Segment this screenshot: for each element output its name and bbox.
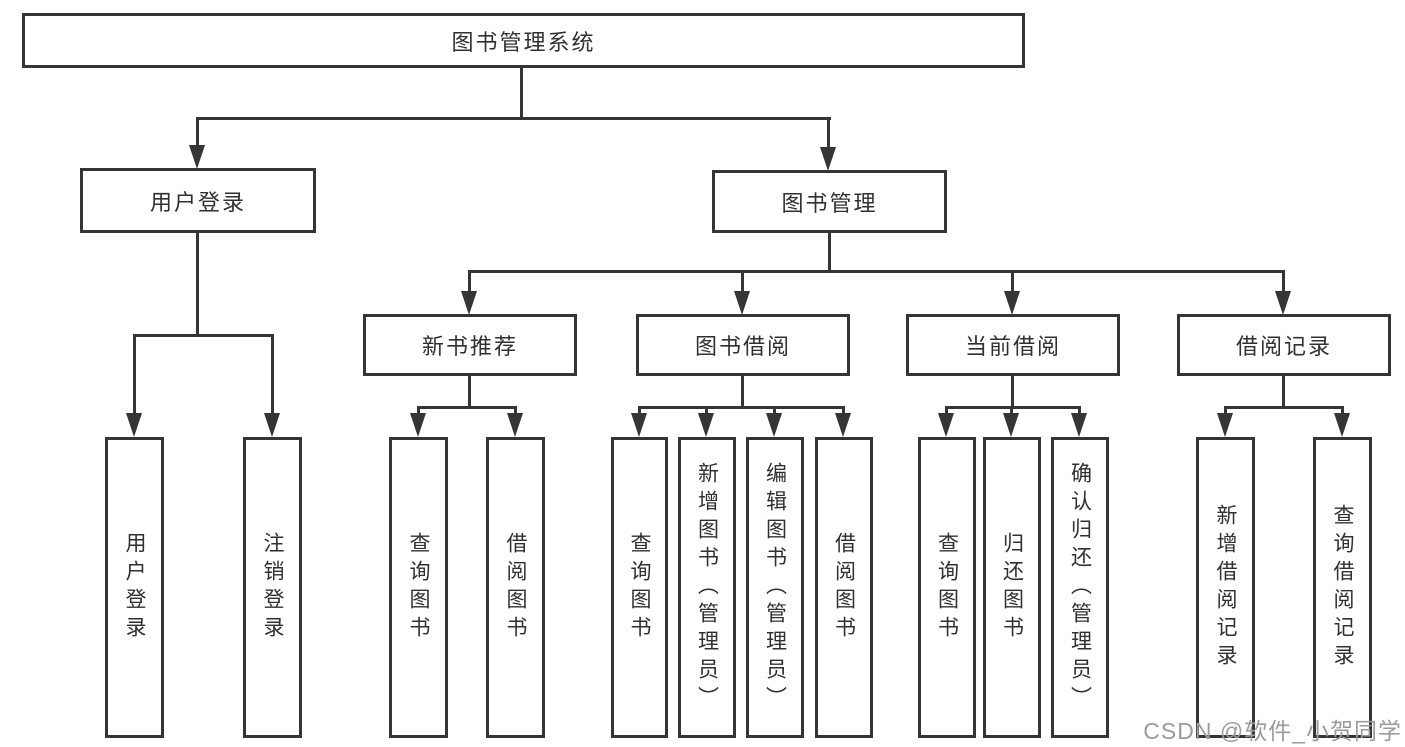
connector-line — [468, 270, 1285, 273]
node-label: 借阅图书 — [832, 531, 856, 644]
connector-line — [1078, 406, 1081, 415]
arrow-down-icon — [1003, 413, 1019, 437]
csdn-watermark: CSDN @软件_小贺同学 — [1143, 718, 1402, 744]
node-label: 确认归还（管理员） — [1068, 461, 1092, 714]
leaf-query-borrow-record: 查询借阅记录 — [1313, 437, 1372, 738]
connector-line — [638, 406, 845, 409]
arrow-down-icon — [189, 145, 205, 169]
connector-line — [945, 406, 1081, 409]
arrow-down-icon — [1217, 413, 1233, 437]
leaf-user-login: 用户登录 — [105, 437, 164, 738]
connector-line — [196, 117, 199, 147]
arrow-down-icon — [410, 413, 426, 437]
arrow-down-icon — [1004, 291, 1020, 315]
node-label: 编辑图书（管理员） — [763, 461, 787, 714]
node-label: 归还图书 — [1000, 531, 1024, 644]
leaf-borrow-books-recommend: 借阅图书 — [486, 437, 545, 738]
arrow-down-icon — [631, 413, 647, 437]
node-label: 查询图书 — [407, 531, 430, 644]
connector-line — [741, 270, 744, 292]
arrow-down-icon — [698, 413, 714, 437]
leaf-logout: 注销登录 — [243, 437, 302, 738]
connector-line — [520, 68, 523, 120]
arrow-down-icon — [264, 413, 280, 437]
leaf-query-books-recommend: 查询图书 — [389, 437, 448, 738]
leaf-query-books-borrowing: 查询图书 — [611, 437, 668, 738]
connector-line — [133, 334, 274, 337]
connector-line — [514, 406, 517, 415]
connector-line — [417, 406, 517, 409]
arrow-down-icon — [766, 413, 782, 437]
connector-line — [705, 406, 708, 415]
arrow-down-icon — [507, 413, 523, 437]
node-label: 注销登录 — [261, 531, 284, 644]
node-book-management: 图书管理 — [712, 170, 947, 233]
arrow-down-icon — [734, 291, 750, 315]
connector-line — [1011, 270, 1014, 292]
arrow-down-icon — [835, 413, 851, 437]
leaf-return-books: 归还图书 — [983, 437, 1041, 738]
connector-line — [741, 376, 744, 409]
node-label: 图书管理 — [781, 190, 878, 216]
node-borrowing-records: 借阅记录 — [1177, 314, 1391, 376]
connector-line — [773, 406, 776, 415]
leaf-add-borrow-record: 新增借阅记录 — [1196, 437, 1255, 738]
connector-line — [842, 406, 845, 415]
connector-line — [827, 117, 830, 147]
leaf-edit-books-admin: 编辑图书（管理员） — [746, 437, 804, 738]
connector-line — [945, 406, 948, 415]
node-label: 图书管理系统 — [451, 29, 596, 55]
node-label: 用户登录 — [123, 531, 146, 644]
connector-line — [1282, 376, 1285, 409]
connector-line — [638, 406, 641, 415]
arrow-down-icon — [938, 413, 954, 437]
node-label: 用户登录 — [149, 189, 246, 215]
connector-line — [133, 334, 136, 414]
node-book-borrowing: 图书借阅 — [636, 314, 850, 376]
leaf-add-books-admin: 新增图书（管理员） — [678, 437, 736, 738]
node-label: 借阅记录 — [1235, 334, 1332, 359]
connector-line — [468, 376, 471, 409]
node-current-borrowing: 当前借阅 — [906, 314, 1120, 376]
node-new-book-recommend: 新书推荐 — [363, 314, 577, 376]
connector-line — [271, 334, 274, 414]
connector-line — [1224, 406, 1227, 415]
connector-line — [196, 233, 199, 337]
connector-line — [417, 406, 420, 415]
node-library-management-system: 图书管理系统 — [22, 13, 1025, 68]
arrow-down-icon — [461, 291, 477, 315]
connector-line — [196, 117, 831, 120]
node-label: 新增图书（管理员） — [695, 461, 719, 714]
leaf-borrow-books-borrowing: 借阅图书 — [815, 437, 873, 738]
node-label: 图书借阅 — [694, 334, 791, 359]
node-label: 借阅图书 — [504, 531, 527, 644]
node-label: 新书推荐 — [421, 334, 518, 359]
node-label: 新增借阅记录 — [1214, 503, 1237, 672]
connector-line — [828, 233, 831, 273]
arrow-down-icon — [1071, 413, 1087, 437]
node-label: 查询图书 — [935, 531, 959, 644]
node-label: 查询借阅记录 — [1331, 503, 1354, 672]
arrow-down-icon — [126, 413, 142, 437]
arrow-down-icon — [1275, 291, 1291, 315]
leaf-confirm-return-admin: 确认归还（管理员） — [1051, 437, 1109, 738]
connector-line — [1282, 270, 1285, 292]
connector-line — [1010, 406, 1013, 415]
connector-line — [468, 270, 471, 292]
connector-line — [1341, 406, 1344, 415]
arrow-down-icon — [820, 147, 836, 171]
arrow-down-icon — [1334, 413, 1350, 437]
node-label: 当前借阅 — [964, 334, 1061, 359]
node-user-login: 用户登录 — [80, 168, 316, 233]
connector-line — [1224, 406, 1344, 409]
leaf-query-books-current: 查询图书 — [918, 437, 976, 738]
node-label: 查询图书 — [628, 531, 651, 644]
connector-line — [1011, 376, 1014, 409]
